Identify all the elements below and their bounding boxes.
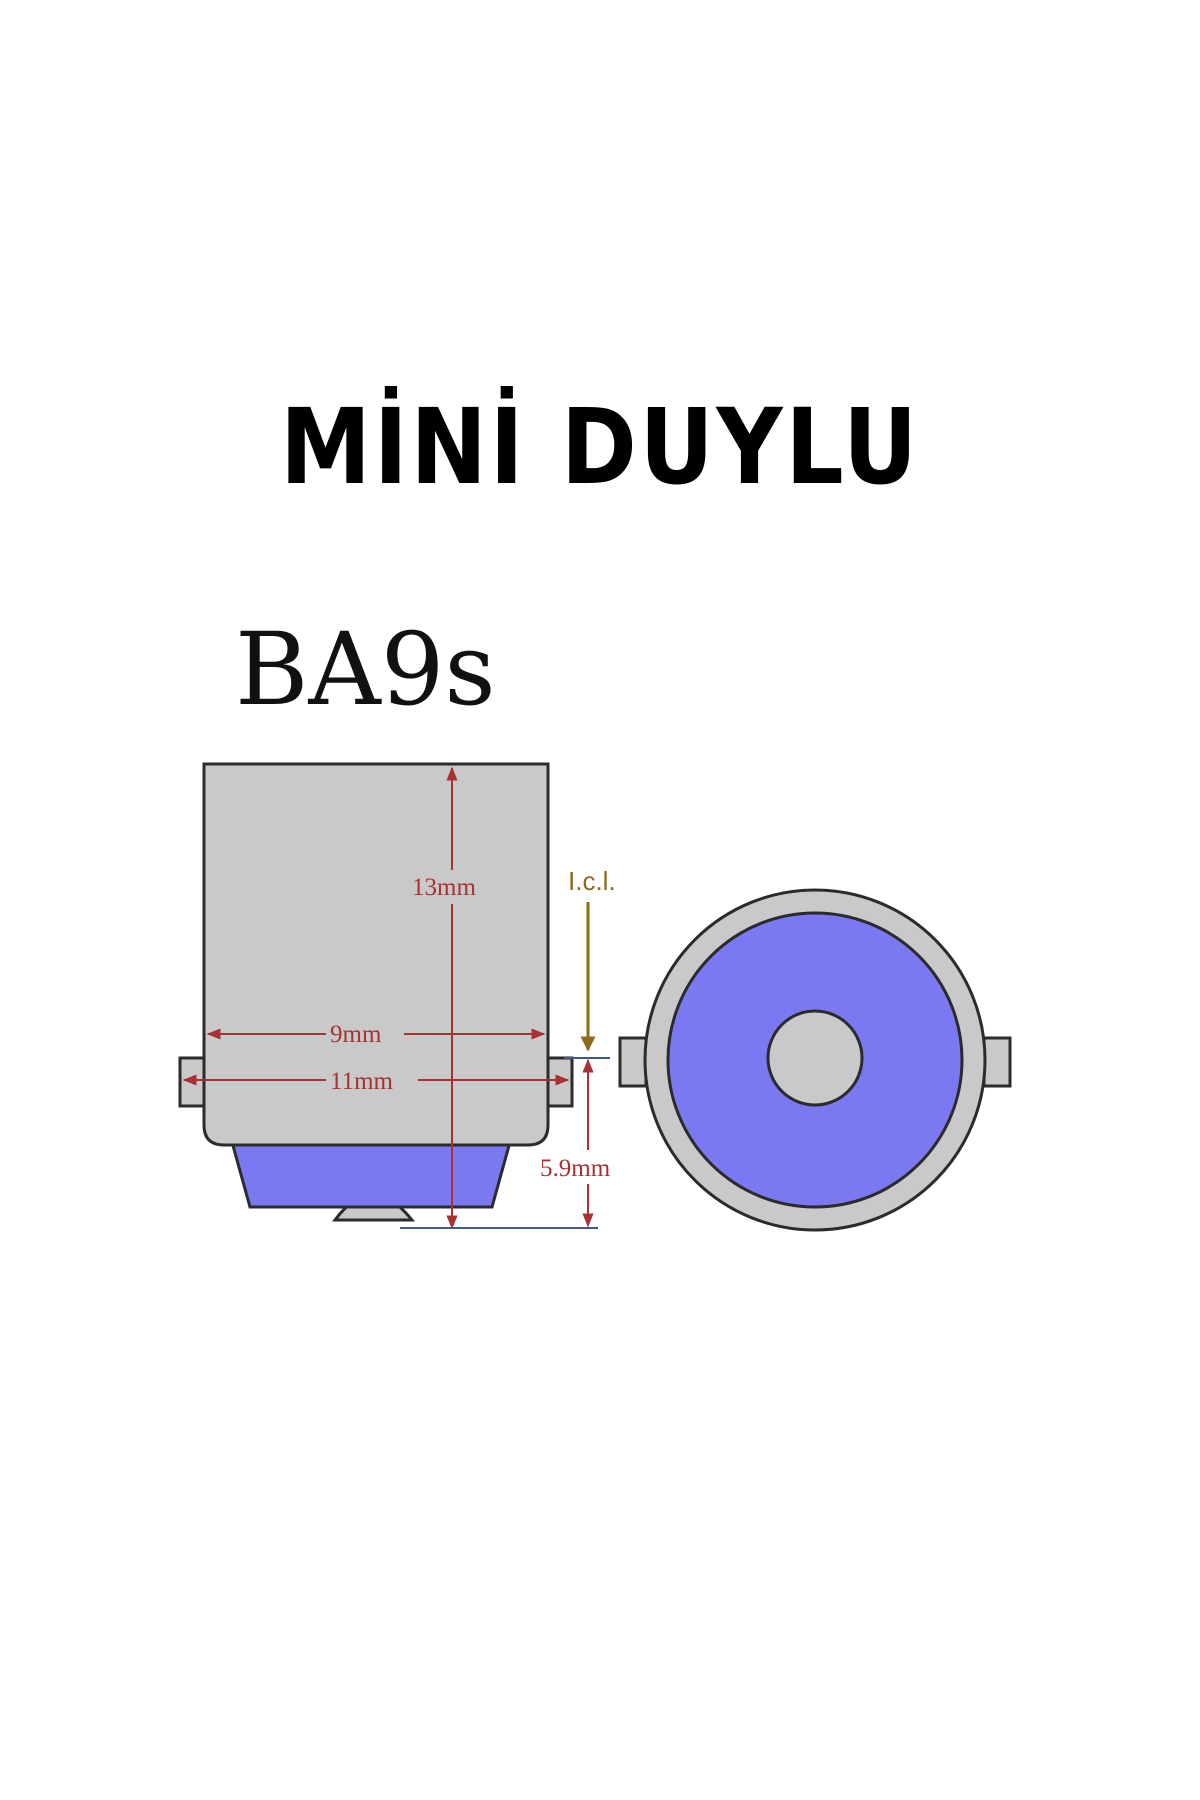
label-9mm: 9mm: [330, 1021, 382, 1048]
label-mask-9mm: [326, 1016, 404, 1050]
label-mask-5-9mm: [538, 1150, 634, 1184]
bayonet-pin-right: [546, 1056, 574, 1108]
side-view: 13mm 9mm 11mm 5.9mm I.c.l.: [178, 762, 634, 1230]
label-mask-11mm: [326, 1062, 418, 1096]
bottom-view: [618, 888, 1012, 1232]
bottom-pin-right: [982, 1036, 1012, 1088]
metal-shell: [202, 762, 550, 1147]
label-icl: I.c.l.: [568, 866, 616, 896]
base-code-title: BA9s: [235, 611, 496, 728]
label-mask-13mm: [408, 870, 496, 904]
label-11mm: 11mm: [330, 1068, 394, 1095]
bayonet-pin-left: [178, 1056, 206, 1108]
label-13mm: 13mm: [412, 874, 476, 901]
center-contact: [766, 1009, 864, 1107]
bottom-pin-left: [618, 1036, 648, 1088]
label-5-9mm: 5.9mm: [540, 1155, 611, 1182]
insulator-base: [230, 1140, 512, 1209]
headline: MİNİ DUYLU: [280, 386, 920, 508]
